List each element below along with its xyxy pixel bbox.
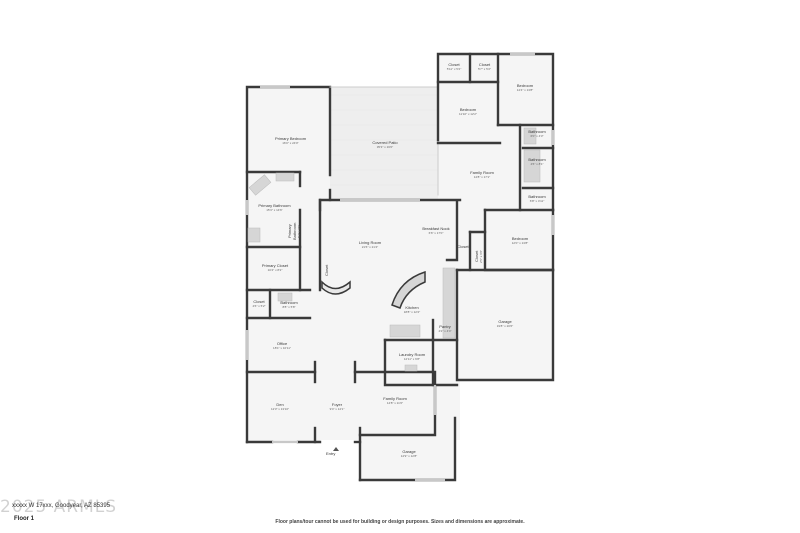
room-name: Garage <box>402 449 416 454</box>
room-name: Garage <box>498 319 512 324</box>
room-name: Family Room <box>470 170 494 175</box>
room-name: Primary Closet <box>261 263 289 268</box>
room-name: Primary Bedroom <box>274 136 307 141</box>
floor-label: Floor 1 <box>14 516 35 522</box>
room-dims: 4'6" x 8'1" <box>530 162 544 166</box>
room-name: Closet <box>457 244 469 249</box>
room-name: Primary Bathroom <box>287 222 297 240</box>
room-name: Kitchen <box>405 305 419 310</box>
room-name: Bathroom <box>280 300 298 305</box>
room-name: Pantry <box>439 324 451 329</box>
disclaimer: Floor plans/tour cannot be used for buil… <box>275 519 525 525</box>
room-name: Family Room <box>383 396 407 401</box>
room-dims: 15'3" x 14'6" <box>266 208 283 212</box>
room-dims: 14'9" x 12'8" <box>400 454 418 458</box>
room-dims: 5'4" x 3'5" <box>297 224 301 238</box>
room-dims: 12'0" x 13'8" <box>511 241 529 245</box>
room-dims: 10'4" x 8'2" <box>267 268 283 272</box>
room-name: Bathroom <box>528 194 546 199</box>
room-dims: 2'5" x 6'8" <box>479 249 483 263</box>
room-name: Living Room <box>358 240 382 245</box>
room-name: Closet <box>448 62 460 67</box>
watermark: 2025 ARMLS <box>0 497 118 517</box>
floor-fills <box>247 54 553 480</box>
room-dims: 5'7" x 5'2" <box>477 67 492 71</box>
entry-label: Entry <box>326 451 336 456</box>
room-dims: 19'8" x 20'6" <box>496 324 514 328</box>
room-dims: 14'8" x 17'1" <box>473 175 491 179</box>
room-name: Den <box>276 402 284 407</box>
room-closet-3: Closet <box>324 263 329 277</box>
room-name: Bedroom <box>516 83 534 88</box>
room-dims: 6'8" x 4'11" <box>529 199 545 203</box>
windows <box>245 52 555 482</box>
room-name: Closet <box>324 264 329 276</box>
room-dims: 9'4" x 14'1" <box>329 407 345 411</box>
room-name: Covered Patio <box>372 140 398 145</box>
living-room-arc-wall <box>321 280 351 295</box>
room-dims: 21'6" x 21'4" <box>361 245 379 249</box>
room-name: Primary Bathroom <box>258 203 291 208</box>
room-dims: 35'3" x 16'0" <box>376 145 394 149</box>
room-dims: 4'6" x 5'2" <box>252 304 266 308</box>
room-name: Bathroom <box>528 129 546 134</box>
room-name: Foyer <box>331 402 343 407</box>
room-dims: 12'11" x 6'8" <box>403 357 421 361</box>
room-dims: 11'10" x 12'2" <box>459 112 477 116</box>
room-name: Breakfast Nook <box>422 226 450 231</box>
room-dims: 14'8" x 11'6" <box>386 401 404 405</box>
room-dims: 18'8" x 12'2" <box>403 310 421 314</box>
room-name: Bedroom <box>459 107 477 112</box>
room-name: Office <box>276 341 288 346</box>
room-closet-4: Closet <box>456 244 470 249</box>
address: xxxxx W 17xxx, Goodyear, AZ 85395 <box>12 503 111 509</box>
room-dims: 12'3" x 13'10" <box>270 407 290 411</box>
room-dims: 6'6" x 17'0" <box>428 231 444 235</box>
room-name: Bedroom <box>511 236 529 241</box>
kitchen-island <box>391 270 426 309</box>
room-dims: 5'11" x 5'2" <box>446 67 462 71</box>
room-dims: 6'0" x 4'3" <box>530 134 544 138</box>
room-dims: 4'2" x 4'4" <box>438 329 452 333</box>
room-dims: 18'1" x 10'11" <box>273 346 291 350</box>
room-dims: 8'8" x 5'8" <box>282 305 296 309</box>
patio-hatch <box>330 94 438 186</box>
room-name: Closet <box>478 62 491 67</box>
room-dims: 14'4" x 13'8" <box>516 88 534 92</box>
room-dims: 16'0" x 24'0" <box>282 141 299 145</box>
room-name: Laundry Room <box>398 352 426 357</box>
fixtures <box>247 127 541 372</box>
entry-arrow-icon <box>333 447 339 451</box>
room-name: Closet <box>253 299 265 304</box>
room-name: Bathroom <box>528 157 546 162</box>
